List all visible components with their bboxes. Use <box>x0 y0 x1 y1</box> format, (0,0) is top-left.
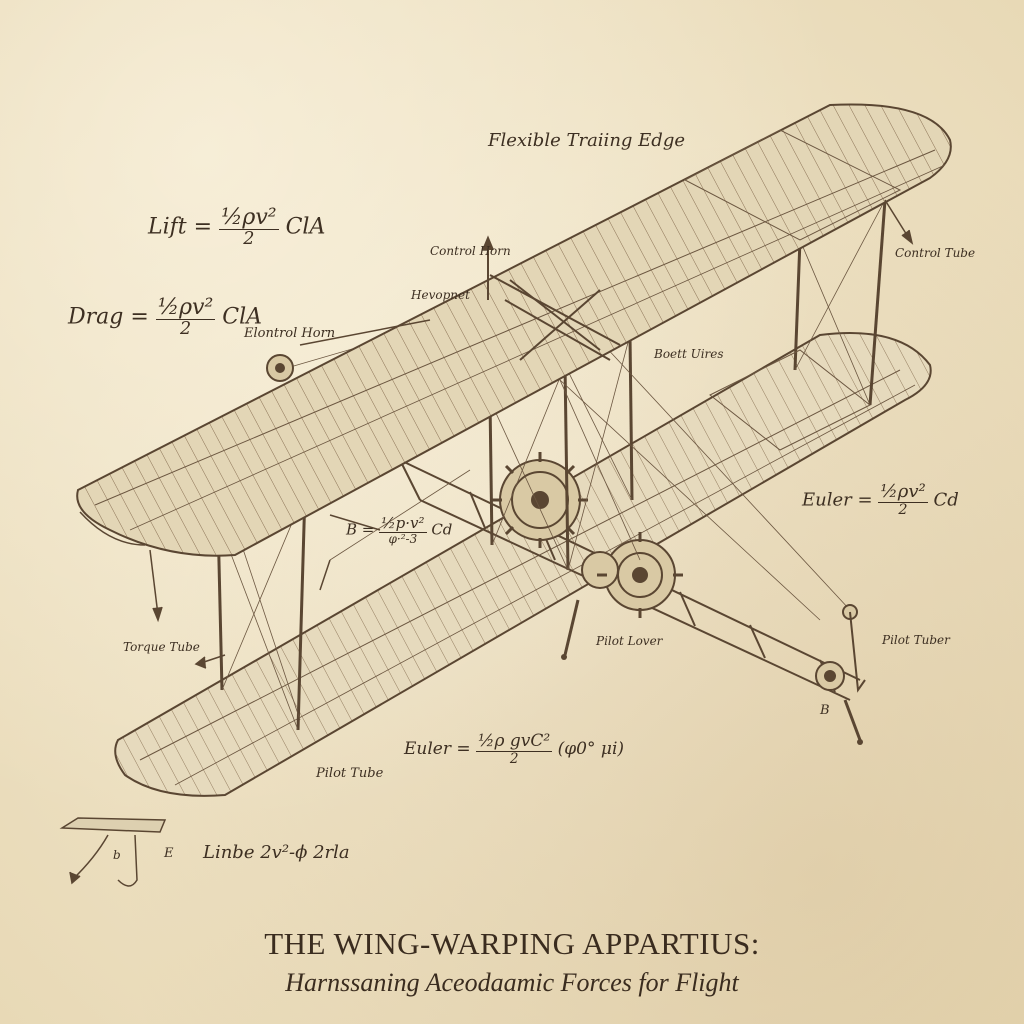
center-cabane <box>482 235 621 361</box>
label-flexible-edge: Flexible Traiing Edge <box>488 130 685 151</box>
label-pilot-tuber: Pilot Tuber <box>882 633 950 647</box>
label-marker-b: B <box>820 703 830 718</box>
label-elontrol-horn: Elontrol Horn <box>244 326 336 341</box>
label-hevopnet: Hevopnet <box>411 288 470 302</box>
diagram-subtitle: Harnssaning Aceodaamic Forces for Flight <box>285 968 739 997</box>
label-boett: Boett Uires <box>654 347 724 361</box>
label-pilot-tube: Pilot Tube <box>316 766 384 781</box>
gear-assembly <box>499 459 676 611</box>
label-pilot-lever: Pilot Lover <box>596 634 663 648</box>
upper-wing <box>76 103 952 557</box>
bracing-wires <box>209 199 886 731</box>
annotation-arrows <box>79 199 914 669</box>
label-control-tube: Control Tube <box>895 246 976 260</box>
label-control-horn-top: Control Horn <box>430 244 511 258</box>
lower-wing <box>114 332 932 797</box>
inset-wing-diagram <box>59 817 167 887</box>
diagram-title: THE WING-WARPING APPARTIUS: <box>264 926 760 961</box>
label-inset-e: E <box>164 846 174 861</box>
label-inset-b: b <box>113 848 121 862</box>
equation-linbe: Linbe 2v²-ϕ 2rla <box>203 842 350 863</box>
label-torque-tube: Torque Tube <box>123 640 200 654</box>
